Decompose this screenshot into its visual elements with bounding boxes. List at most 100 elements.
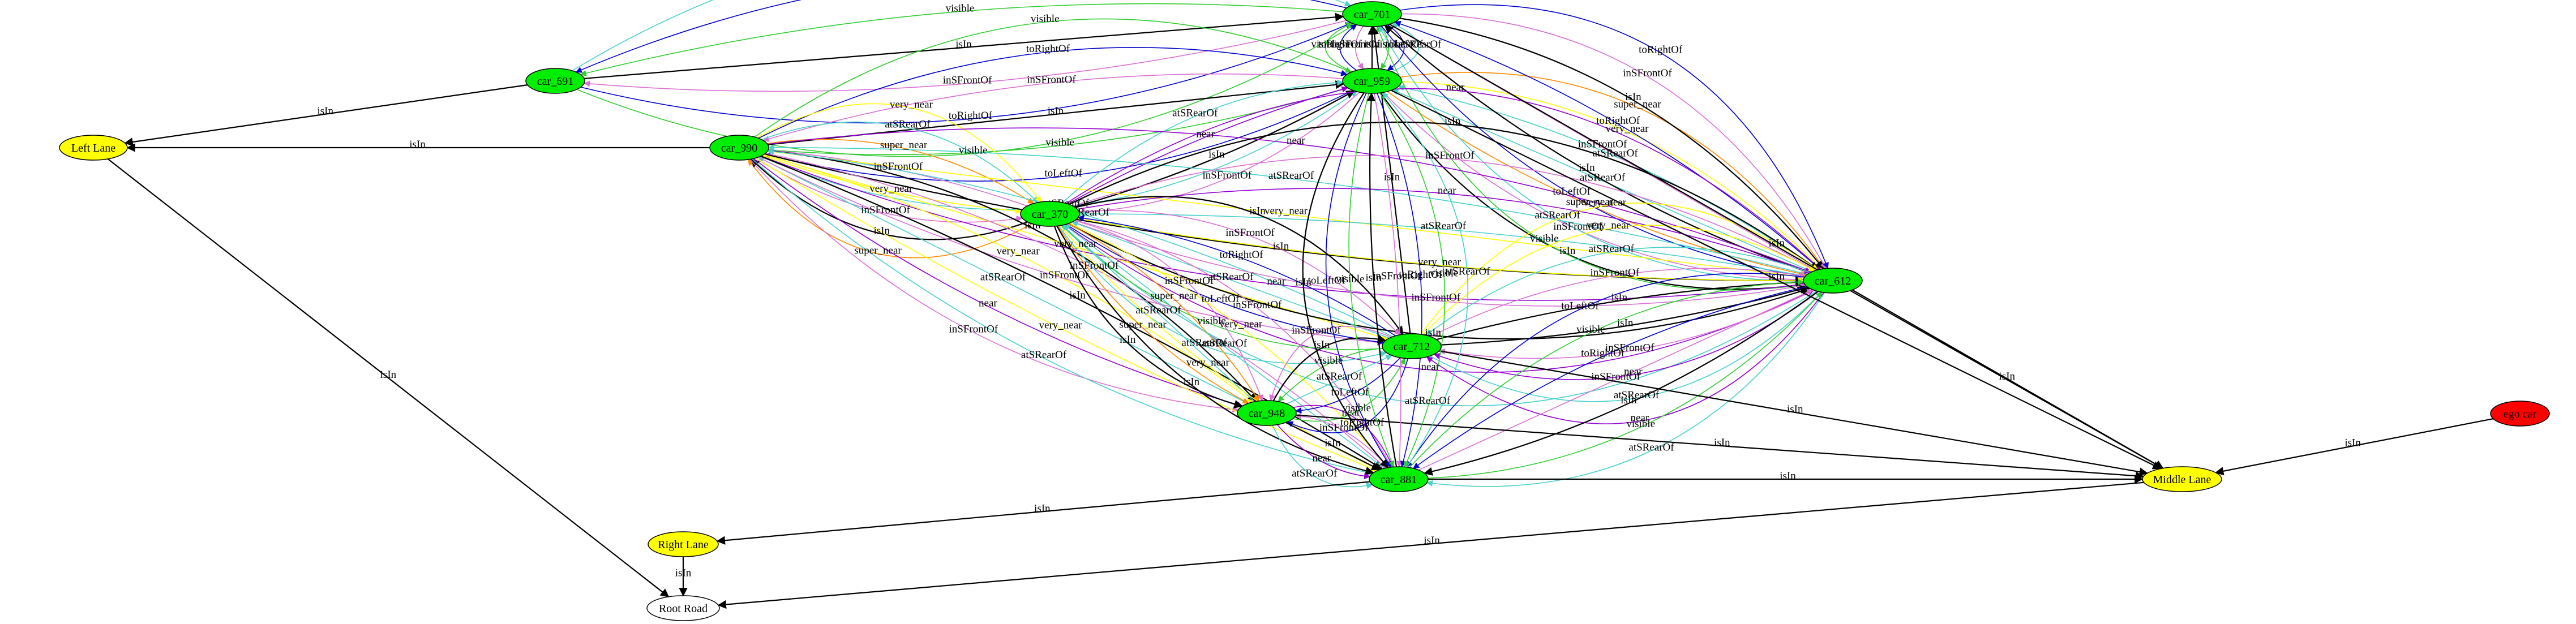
edge-car_948-car_370-atSRearOf [1061,225,1255,402]
node-ego-car: ego car [2490,401,2550,427]
node-label: car_701 [1354,8,1390,21]
edge-label: very_near [1039,319,1083,331]
edge-label: isIn [1559,245,1576,257]
edge-label: atSRearOf [1292,468,1338,480]
edge-label: inSFrontOf [1425,150,1475,162]
edge-label: atSRearOf [1405,395,1451,407]
edge-label: isIn [380,369,397,381]
edge-car_948-car_712-visible [1293,358,1406,422]
edge-label: inSFrontOf [874,161,923,173]
edge-car_612-car_370-atSRearOf [1078,210,1806,277]
node-shape [1342,1,1402,27]
edge-label: inSFrontOf [1373,270,1422,282]
edge-car_712-middle_lane-isIn [1438,350,2149,476]
edge-label: toLeftOf [1308,275,1346,287]
edge-label: atSRearOf [1181,337,1227,348]
node-shape [59,135,128,161]
edge-label: atSRearOf [1208,271,1254,283]
edge-label: inSFrontOf [1040,269,1089,281]
node-car-370: car_370 [1020,201,1080,227]
edge-car_881-car_959-isIn [1366,92,1398,467]
edge-car_990-car_959-toRightOf [758,47,1348,139]
edge-middle_lane-root_road-isIn [717,481,2144,609]
edge-label: inSFrontOf [1623,67,1672,79]
edge-label: atSRearOf [1021,349,1067,361]
edge-labels-layer: atSRearOftoLeftOfvisibleisIninSFrontOfto… [317,2,2361,579]
edge-label: visible [1430,267,1459,279]
edge-label: atSRearOf [1202,338,1248,350]
edge-label: super_near [1566,196,1614,208]
edge-label: isIn [1273,240,1289,252]
edge-label: inSFrontOf [943,75,992,87]
edge-label: near [1631,412,1649,424]
edge-label: atSRearOf [1317,371,1362,382]
edge-label: toRightOf [1318,38,1362,50]
edge-label: near [1196,128,1215,140]
node-left-lane: Left Lane [59,135,128,161]
edge-label: inSFrontOf [1553,221,1602,233]
edge-car_712-car_612-atSRearOf [1429,291,1823,402]
node-label: Left Lane [71,142,115,154]
edge-label: inSFrontOf [1605,342,1655,354]
edge-label: isIn [1249,205,1266,217]
edge-label: atSRearOf [1589,243,1635,255]
edge-car_370-car_959-isIn [1074,90,1355,208]
edge-car_990-car_612-near [767,127,1812,273]
edge-car_370-car_881-inSFrontOf [1075,220,1392,468]
edge-car_370-car_712-isIn [1075,196,1404,335]
edge-label: near [1421,361,1439,373]
edge-car_701-car_612-isIn [1399,18,1824,270]
node-label: ego car [2504,408,2537,420]
edge-label: visible [1576,324,1605,335]
edge-car_370-car_712-inSFrontOf [1079,210,1401,335]
edge-label: toRightOf [1399,269,1443,281]
edge-car_990-car_370-very_near [757,103,1041,203]
edge-label: atSRearOf [1268,170,1314,182]
edge-car_701-car_959-inSFrontOf [1355,25,1364,70]
edge-label: isIn [1069,290,1086,302]
node-label: car_881 [1381,474,1417,486]
edge-label: inSFrontOf [1319,421,1369,433]
edge-car_959-car_990-inSFrontOf [762,73,1343,142]
edge-label: super_near [1150,290,1198,302]
edge-label: super_near [1119,319,1167,331]
edge-label: isIn [1034,502,1051,514]
edge-car_712-car_948-inSFrontOf [1269,326,1392,402]
edge-label: very_near [1587,220,1630,231]
node-car-691: car_691 [525,68,585,94]
edge-car_370-car_948-super_near [1057,225,1249,404]
edge-car_990-car_948-near [753,158,1244,408]
edge-car_370-car_948-super_near [1068,223,1259,402]
edge-car_881-right_lane-isIn [716,481,1370,545]
edge-label: atSRearOf [1628,442,1674,454]
node-shape [1342,68,1402,94]
edge-label: visible [959,145,988,157]
edge-label: isIn [1769,238,1785,249]
edge-label: isIn [1611,292,1628,304]
node-label: car_691 [537,75,573,88]
node-car-948: car_948 [1237,400,1297,426]
edge-car_712-car_370-visible [1061,225,1383,350]
edge-car_612-car_712-near [1426,292,1824,424]
edge-label: isIn [1625,91,1641,103]
edge-label: super_near [880,139,928,151]
edge-label: isIn [955,38,972,50]
edge-car_370-car_612-inSFrontOf [1072,221,1806,307]
edge-car_612-car_881-isIn [1424,291,1819,476]
edge-car_691-car_701-toRightOf [580,22,1352,124]
node-right-lane: Right Lane [648,531,719,557]
edge-car_990-car_370-atSRearOf [761,121,1039,203]
node-middle-lane: Middle Lane [2142,466,2222,492]
edge-label: toLeftOf [1331,386,1369,398]
edge-label: isIn [1579,162,1595,174]
edge-label: near [1312,453,1331,464]
edge-car_881-car_370-atSRearOf [1064,224,1385,469]
edge-ego_car-middle_lane-isIn [2214,418,2493,476]
edge-car_990-car_881-very_near [755,157,1378,472]
edge-label: very_near [1606,123,1649,135]
edge-car_990-car_948-inSFrontOf [749,158,1239,413]
node-label: Right Lane [658,539,709,551]
edge-label: inSFrontOf [1331,38,1381,50]
edge-car_691-left_lane-isIn [124,84,528,147]
